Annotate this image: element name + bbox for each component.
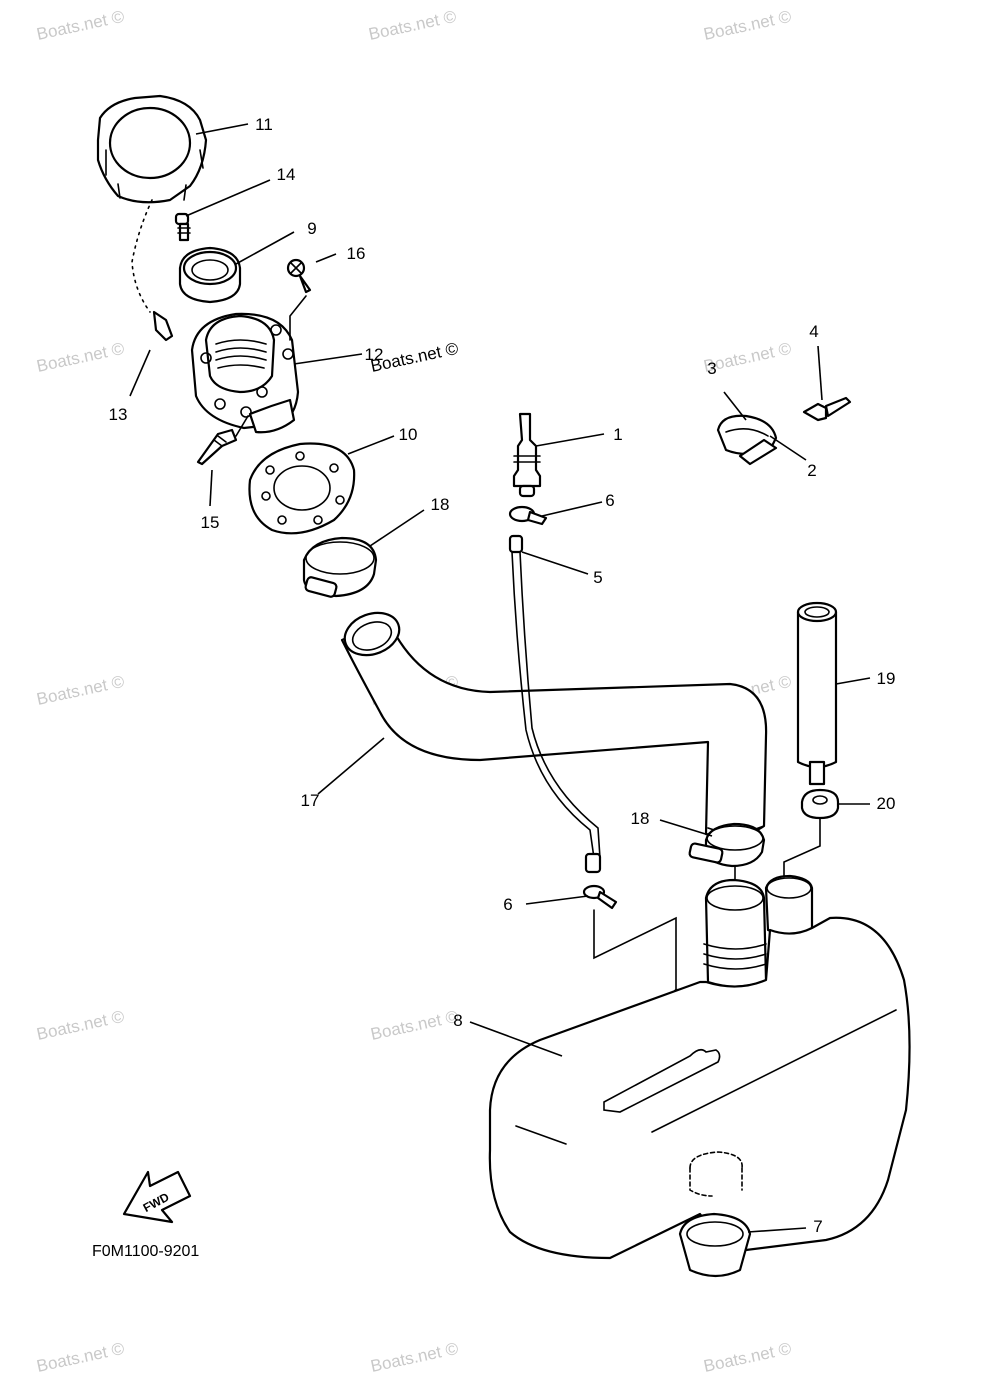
part-label-1: 1 <box>613 425 622 444</box>
part-label-8: 8 <box>453 1011 462 1030</box>
hose-clip-lower-part <box>582 884 618 910</box>
watermark: Boats.net © <box>35 1007 127 1044</box>
watermark: Boats.net © <box>35 672 127 709</box>
filler-neck-part <box>190 312 300 434</box>
part-label-12: 12 <box>365 345 384 364</box>
part-label-6-lower: 6 <box>503 895 512 914</box>
screw-part <box>174 212 191 242</box>
part-label-10: 10 <box>399 425 418 444</box>
watermark: Boats.net © <box>369 1007 461 1044</box>
tank-breather-spigot <box>764 874 814 936</box>
drawing-code: F0M1100-9201 <box>92 1243 199 1260</box>
forward-direction-badge: FWD <box>122 1170 192 1224</box>
part-label-15: 15 <box>201 513 220 532</box>
watermark: Boats.net © <box>702 7 794 44</box>
part-label-11: 11 <box>255 115 273 134</box>
tank-filler-spigot <box>703 878 768 988</box>
grommet-part <box>678 1212 752 1278</box>
part-label-14: 14 <box>277 165 296 184</box>
rivet-part <box>802 396 852 422</box>
flange-gasket-part <box>248 442 356 535</box>
hose-clip-upper-part <box>508 505 548 526</box>
part-label-19: 19 <box>877 669 896 688</box>
tether-chain-part <box>131 199 174 342</box>
filler-gasket-part <box>178 246 242 304</box>
filler-hose-part <box>340 611 768 838</box>
leader-lines <box>129 123 871 1233</box>
part-label-3: 3 <box>707 359 716 378</box>
neck-screw-part <box>196 415 249 466</box>
part-label-6-upper: 6 <box>605 491 614 510</box>
part-label-7: 7 <box>813 1217 822 1236</box>
washer-routing-line <box>783 817 821 885</box>
hose-clamp-lower-part <box>688 822 766 868</box>
part-label-16: 16 <box>347 244 366 263</box>
watermark: Boats.net © <box>367 7 459 44</box>
breather-pipe-part <box>796 601 838 786</box>
part-label-20: 20 <box>877 794 896 813</box>
part-number-labels: 11 14 9 16 12 13 10 15 18 1 6 5 3 4 2 19… <box>109 115 896 1236</box>
vent-routing-line <box>593 909 677 991</box>
tapping-screw-part <box>286 258 312 294</box>
watermark: Boats.net © <box>35 339 127 376</box>
part-label-5: 5 <box>593 568 602 587</box>
screw-to-neck-line <box>289 295 307 341</box>
washer-part <box>800 788 840 820</box>
part-label-4: 4 <box>809 322 818 341</box>
watermark: Boats.net © <box>369 1339 461 1376</box>
part-label-9: 9 <box>307 219 316 238</box>
fuel-cap-part <box>96 94 208 204</box>
hose-clamp-upper-part <box>302 536 378 598</box>
part-label-18-lower: 18 <box>631 809 650 828</box>
oil-tank-part <box>488 916 911 1260</box>
part-label-17: 17 <box>301 791 320 810</box>
holding-band-part <box>716 414 778 466</box>
fuel-joint-part <box>512 412 542 498</box>
vent-tube-part <box>508 534 602 874</box>
watermark: Boats.net © <box>702 1339 794 1376</box>
part-label-2: 2 <box>807 461 816 480</box>
watermark: Boats.net © <box>35 1339 127 1376</box>
part-label-18-upper: 18 <box>431 495 450 514</box>
part-label-13: 13 <box>109 405 128 424</box>
watermark: Boats.net © <box>35 7 127 44</box>
